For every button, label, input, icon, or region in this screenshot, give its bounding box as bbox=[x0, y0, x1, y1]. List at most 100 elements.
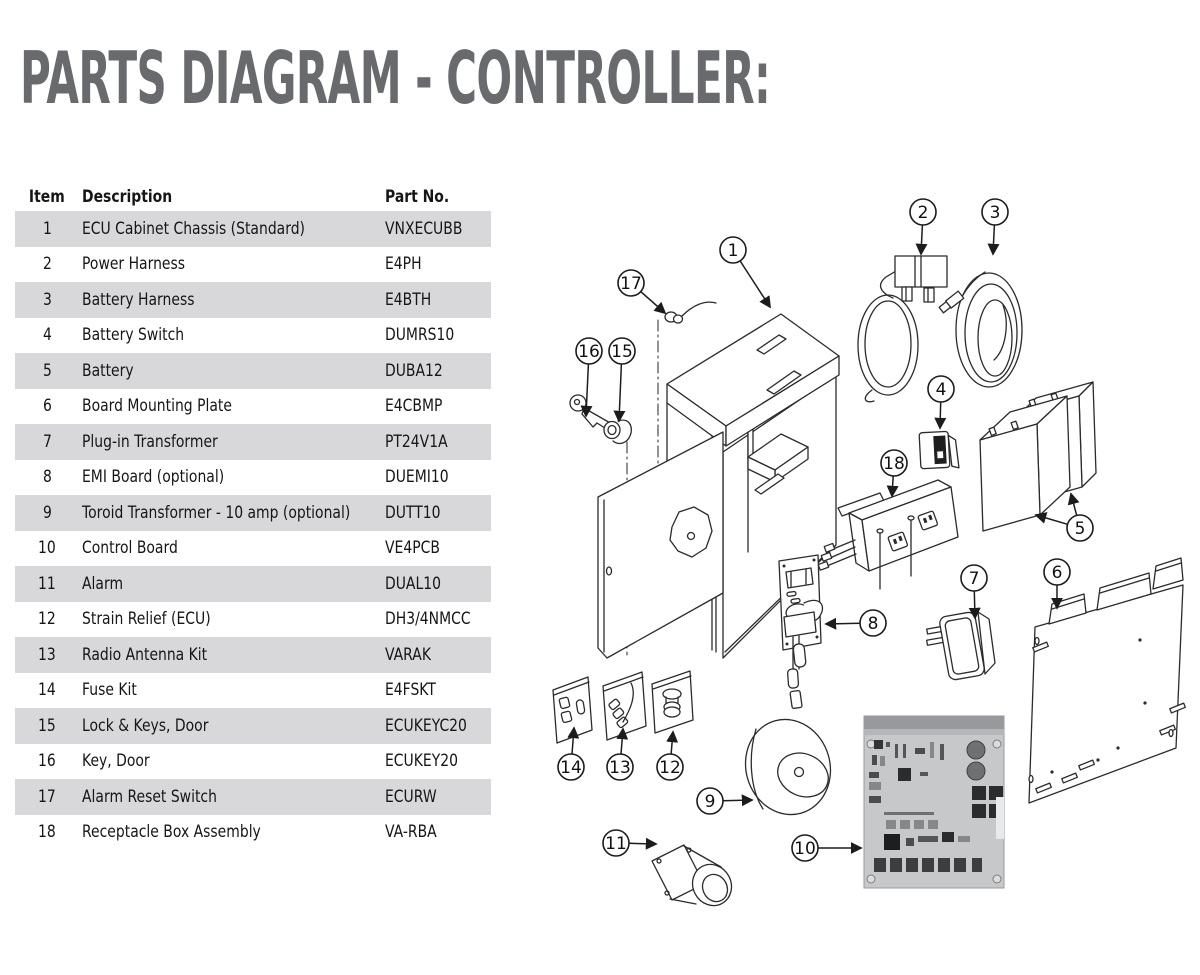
cell-item: 11 bbox=[38, 573, 56, 594]
cell-description: Plug-in Transformer bbox=[82, 431, 218, 452]
callout-num-9: 9 bbox=[705, 792, 716, 812]
cell-part-no: VARAK bbox=[385, 644, 431, 665]
cell-description: Alarm bbox=[82, 573, 124, 594]
header-item: Item bbox=[29, 186, 65, 207]
callout-leader-2 bbox=[915, 224, 928, 256]
cell-description: Control Board bbox=[82, 538, 178, 559]
callout-leader-15 bbox=[613, 363, 626, 423]
batteries-drawing bbox=[979, 381, 1097, 532]
callout-leader-3 bbox=[987, 224, 1000, 256]
callout-3 bbox=[981, 198, 1009, 226]
cell-item: 6 bbox=[42, 396, 52, 417]
callout-14 bbox=[557, 753, 585, 781]
cell-description: Board Mounting Plate bbox=[82, 396, 232, 417]
callout-leader-11 bbox=[628, 837, 658, 850]
cell-item: 10 bbox=[38, 538, 56, 559]
cell-item: 1 bbox=[42, 218, 52, 239]
alarm-reset-switch-drawing bbox=[664, 301, 717, 324]
power-harness-drawing bbox=[857, 255, 948, 403]
callout-num-17: 17 bbox=[620, 274, 642, 294]
callout-num-13: 13 bbox=[609, 758, 631, 778]
cell-part-no: DUEMI10 bbox=[385, 467, 449, 488]
callout-num-15: 15 bbox=[611, 342, 633, 362]
cell-part-no: E4PH bbox=[385, 254, 422, 275]
callout-num-7: 7 bbox=[969, 569, 980, 589]
cell-part-no: E4CBMP bbox=[385, 396, 443, 417]
callout-leader-5 bbox=[1034, 512, 1068, 526]
cell-item: 13 bbox=[38, 644, 56, 665]
control-board-photo bbox=[863, 715, 1005, 889]
callout-2 bbox=[909, 198, 937, 226]
cell-part-no: DH3/4NMCC bbox=[385, 609, 471, 630]
cell-item: 3 bbox=[42, 289, 52, 310]
callout-16 bbox=[575, 337, 603, 365]
cell-description: Power Harness bbox=[82, 254, 186, 275]
cell-item: 16 bbox=[38, 751, 56, 772]
cell-description: Radio Antenna Kit bbox=[82, 644, 208, 665]
emi-board-drawing bbox=[778, 554, 824, 709]
cell-item: 18 bbox=[38, 822, 56, 843]
table-row: 13 Radio Antenna Kit VARAK bbox=[15, 637, 491, 673]
cell-part-no: DUBA12 bbox=[385, 360, 443, 381]
cell-description: Battery Harness bbox=[82, 289, 195, 310]
callout-leader-4 bbox=[934, 401, 947, 430]
callout-9 bbox=[696, 787, 724, 815]
cabinet-drawing bbox=[666, 313, 840, 659]
callout-num-14: 14 bbox=[560, 758, 582, 778]
table-row: 3 Battery Harness E4BTH bbox=[15, 282, 491, 318]
strain-relief-packet bbox=[651, 670, 694, 734]
callout-1 bbox=[719, 236, 747, 264]
callout-leader-7 bbox=[968, 590, 981, 620]
cell-description: Lock & Keys, Door bbox=[82, 715, 209, 736]
callout-leader-18 bbox=[886, 475, 899, 498]
battery-switch-drawing bbox=[918, 430, 960, 470]
cell-item: 2 bbox=[42, 254, 52, 275]
callout-13 bbox=[606, 753, 634, 781]
cell-item: 5 bbox=[42, 360, 52, 381]
callout-leader-9 bbox=[722, 794, 754, 807]
fuse-kit-packet bbox=[552, 676, 593, 744]
callout-num-11: 11 bbox=[605, 834, 627, 854]
callout-15 bbox=[608, 337, 636, 365]
cell-item: 12 bbox=[38, 609, 56, 630]
table-row: 6 Board Mounting Plate E4CBMP bbox=[15, 389, 491, 425]
cell-description: Fuse Kit bbox=[82, 680, 137, 701]
cell-description: Alarm Reset Switch bbox=[82, 786, 217, 807]
cell-description: Toroid Transformer - 10 amp (optional) bbox=[82, 502, 351, 523]
header-part-no: Part No. bbox=[385, 186, 450, 207]
callout-num-6: 6 bbox=[1052, 563, 1063, 583]
cell-description: Receptacle Box Assembly bbox=[82, 822, 261, 843]
cell-part-no: E4BTH bbox=[385, 289, 432, 310]
alarm-drawing bbox=[651, 844, 733, 907]
cell-description: Battery bbox=[82, 360, 134, 381]
cell-part-no: ECUKEYC20 bbox=[385, 715, 467, 736]
callout-4 bbox=[927, 375, 955, 403]
receptacle-box-drawing bbox=[817, 479, 959, 590]
table-row: 2 Power Harness E4PH bbox=[15, 247, 491, 283]
table-header: Item Description Part No. bbox=[15, 182, 491, 211]
callout-leader-16 bbox=[580, 363, 593, 418]
callout-17 bbox=[617, 269, 645, 297]
cell-part-no: E4FSKT bbox=[385, 680, 436, 701]
callout-num-12: 12 bbox=[659, 758, 681, 778]
battery-harness-drawing bbox=[938, 271, 1023, 388]
cell-part-no: DUAL10 bbox=[385, 573, 441, 594]
callout-num-1: 1 bbox=[728, 241, 739, 261]
mounting-plate-drawing bbox=[1028, 557, 1187, 804]
cell-part-no: DUMRS10 bbox=[385, 325, 455, 346]
cell-part-no: ECUKEY20 bbox=[385, 751, 458, 772]
